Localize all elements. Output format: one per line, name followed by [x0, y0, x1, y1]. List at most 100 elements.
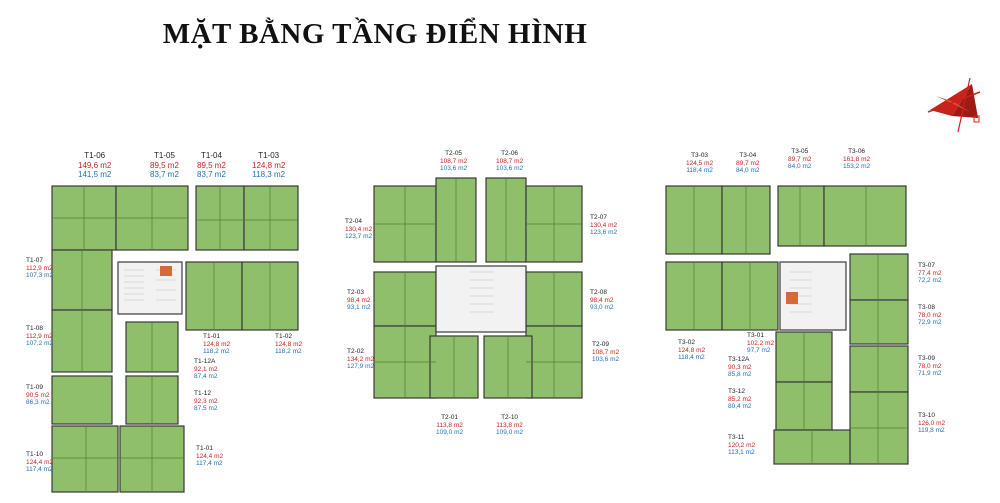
area-built: 92,1 m2: [194, 365, 218, 373]
area-use: 72,2 m2: [918, 277, 942, 285]
area-use: 85,8 m2: [728, 371, 752, 379]
area-use: 123,7 m2: [345, 233, 373, 241]
area-use: 93,0 m2: [590, 304, 614, 312]
unit-label-t2-08[interactable]: T2-08 98,4 m2 93,0 m2: [590, 289, 614, 312]
area-built: 124,8 m2: [252, 160, 286, 170]
unit-code: T3-12A: [728, 356, 750, 363]
unit-code: T3-03: [691, 152, 709, 159]
t2-stairs: [470, 271, 494, 313]
area-use: 113,1 m2: [728, 449, 755, 457]
area-built: 134,2 m2: [347, 355, 375, 363]
unit-label-t3-07[interactable]: T3-07 77,4 m2 72,2 m2: [918, 262, 942, 285]
unit-label-t2-02[interactable]: T2-02 134,2 m2 127,9 m2: [347, 348, 374, 371]
unit-label-t2-07[interactable]: T2-07 130,4 m2 123,6 m2: [590, 214, 617, 237]
area-use: 87,5 m2: [194, 405, 218, 413]
area-use: 97,7 m2: [747, 347, 771, 355]
area-use: 118,3 m2: [252, 170, 286, 179]
unit-label-t2-03[interactable]: T2-03 98,4 m2 93,1 m2: [347, 289, 371, 312]
unit-label-t3-01[interactable]: T3-01 102,2 m2 97,7 m2: [747, 332, 774, 355]
area-use: 83,7 m2: [150, 170, 179, 179]
area-use: 109,0 m2: [436, 429, 464, 437]
area-use: 119,8 m2: [918, 427, 945, 435]
unit-label-t1-10[interactable]: T1-10 124,4 m2 117,4 m2: [26, 451, 53, 474]
compass-rose-icon: [927, 77, 981, 133]
unit-code: T3-10: [918, 412, 935, 419]
unit-label-t1-02[interactable]: T1-02 124,8 m2 118,2 m2: [275, 333, 302, 356]
area-use: 103,6 m2: [592, 356, 620, 364]
unit-label-t2-06[interactable]: T2-06 108,7 m2 103,6 m2: [496, 150, 523, 173]
area-built: 98,4 m2: [590, 296, 614, 304]
unit-label-t1-01-mid[interactable]: T1-01 124,8 m2 118,2 m2: [203, 333, 230, 356]
area-built: 78,0 m2: [918, 362, 942, 370]
t3-outline: [665, 185, 909, 465]
area-built: 108,7 m2: [592, 348, 620, 356]
area-use: 72,9 m2: [918, 319, 942, 327]
unit-label-t3-12[interactable]: T3-12 85,2 m2 80,4 m2: [728, 388, 752, 411]
unit-label-t3-11[interactable]: T3-11 120,2 m2 113,1 m2: [728, 434, 755, 457]
unit-label-t3-04[interactable]: T3-04 89,7 m2 84,0 m2: [736, 152, 760, 175]
area-built: 78,0 m2: [918, 311, 942, 319]
area-built: 113,8 m2: [496, 421, 523, 429]
area-built: 124,5 m2: [686, 159, 714, 167]
area-use: 87,4 m2: [194, 373, 218, 381]
unit-label-t3-02[interactable]: T3-02 124,8 m2 118,4 m2: [678, 339, 705, 362]
area-built: 90,3 m2: [728, 363, 752, 371]
unit-label-t1-06[interactable]: T1-06 149,6 m2 141,5 m2: [78, 151, 111, 180]
unit-code: T1-10: [26, 451, 43, 458]
unit-code: T1-12: [194, 390, 211, 397]
area-use: 127,9 m2: [347, 363, 375, 371]
area-built: 90,5 m2: [26, 391, 50, 399]
area-use: 84,0 m2: [736, 167, 760, 175]
area-built: 124,4 m2: [196, 452, 224, 460]
unit-code: T1-01: [196, 445, 213, 452]
t1-stairs: [124, 269, 176, 301]
unit-label-t3-05[interactable]: T3-05 89,7 m2 84,0 m2: [788, 148, 812, 171]
area-use: 93,1 m2: [347, 304, 371, 312]
unit-code: T2-04: [345, 218, 362, 225]
area-built: 112,9 m2: [26, 332, 53, 340]
unit-label-t3-06[interactable]: T3-06 161,8 m2 153,2 m2: [843, 148, 870, 171]
area-built: 89,7 m2: [736, 159, 760, 167]
unit-code: T2-03: [347, 289, 364, 296]
unit-code: T1-07: [26, 257, 43, 264]
area-use: 109,0 m2: [496, 429, 524, 437]
area-built: 108,7 m2: [496, 157, 524, 165]
unit-code: T1-01: [203, 333, 220, 340]
unit-label-t3-12a[interactable]: T3-12A 90,3 m2 85,8 m2: [728, 356, 752, 379]
area-use: 117,4 m2: [26, 466, 53, 474]
unit-label-t1-12a[interactable]: T1-12A 92,1 m2 87,4 m2: [194, 358, 218, 381]
unit-label-t1-04[interactable]: T1-04 89,5 m2 83,7 m2: [197, 151, 226, 180]
unit-label-t2-01[interactable]: T2-01 113,8 m2 109,0 m2: [436, 414, 463, 437]
area-use: 103,6 m2: [496, 165, 524, 173]
area-built: 130,4 m2: [590, 221, 618, 229]
area-built: 113,8 m2: [436, 421, 463, 429]
unit-label-t1-05[interactable]: T1-05 89,5 m2 83,7 m2: [150, 151, 179, 180]
unit-label-t2-10[interactable]: T2-10 113,8 m2 109,0 m2: [496, 414, 523, 437]
unit-label-t3-08[interactable]: T3-08 78,0 m2 72,9 m2: [918, 304, 942, 327]
area-use: 141,5 m2: [78, 170, 112, 179]
unit-label-t3-10[interactable]: T3-10 126,0 m2 119,8 m2: [918, 412, 945, 435]
unit-label-t1-08[interactable]: T1-08 112,9 m2 107,2 m2: [26, 325, 53, 348]
unit-label-t3-09[interactable]: T3-09 78,0 m2 71,9 m2: [918, 355, 942, 378]
unit-label-t2-09[interactable]: T2-09 108,7 m2 103,6 m2: [592, 341, 619, 364]
unit-label-t1-07[interactable]: T1-07 112,9 m2 107,3 m2: [26, 257, 53, 280]
area-built: 102,2 m2: [747, 339, 775, 347]
unit-label-t1-12[interactable]: T1-12 92,3 m2 87,5 m2: [194, 390, 218, 413]
unit-label-t2-04[interactable]: T2-04 130,4 m2 123,7 m2: [345, 218, 372, 241]
t1-interior: [52, 186, 298, 492]
unit-code: T2-08: [590, 289, 607, 296]
unit-code: T2-10: [501, 414, 519, 421]
area-built: 89,7 m2: [788, 155, 812, 163]
unit-label-t3-03[interactable]: T3-03 124,5 m2 118,4 m2: [686, 152, 713, 175]
unit-label-t1-03[interactable]: T1-03 124,8 m2 118,3 m2: [252, 151, 285, 180]
unit-label-t1-01-bottom[interactable]: T1-01 124,4 m2 117,4 m2: [196, 445, 223, 468]
unit-code: T2-02: [347, 348, 364, 355]
unit-code: T3-11: [728, 434, 745, 441]
area-built: 89,5 m2: [197, 160, 226, 170]
unit-label-t1-09[interactable]: T1-09 90,5 m2 86,3 m2: [26, 384, 50, 407]
area-use: 118,4 m2: [678, 354, 705, 362]
unit-label-t2-05[interactable]: T2-05 108,7 m2 103,6 m2: [440, 150, 467, 173]
unit-code: T3-02: [678, 339, 695, 346]
